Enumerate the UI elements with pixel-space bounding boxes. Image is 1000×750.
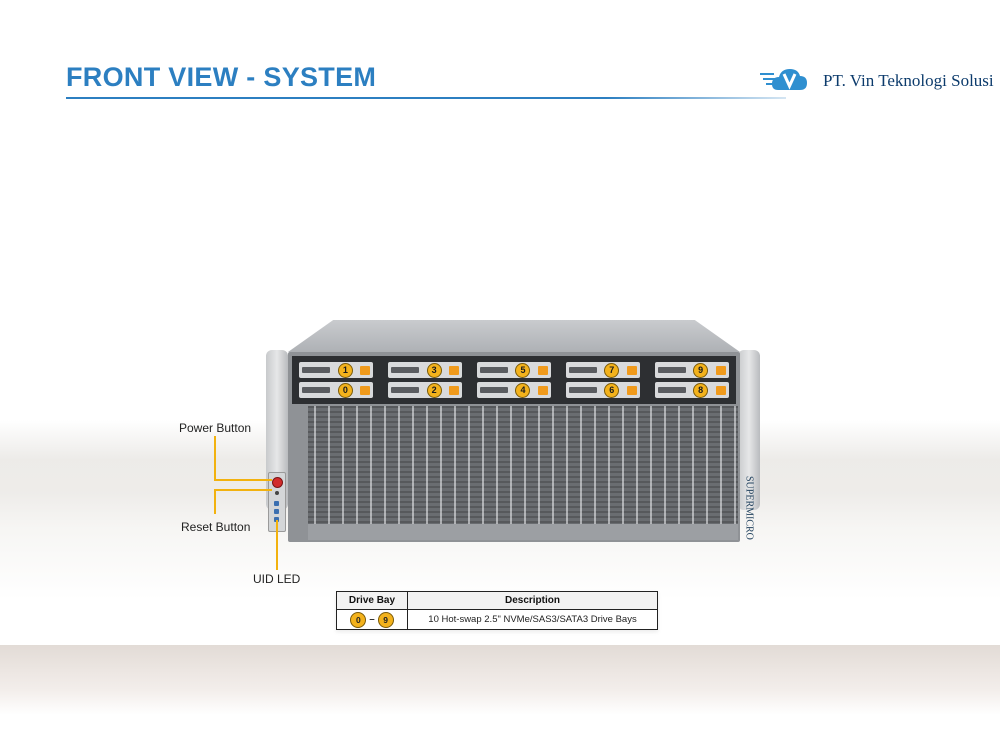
drive-bay-legend-table: Drive Bay Description 0–9 10 Hot-swap 2.… <box>336 591 658 630</box>
drive-bay-label-strip <box>391 387 420 393</box>
page-title: FRONT VIEW - SYSTEM <box>66 62 377 92</box>
drive-latch-icon[interactable] <box>626 385 637 395</box>
drive-bay-number: 5 <box>515 362 531 378</box>
drive-bay-label-strip <box>302 367 331 373</box>
left-rack-handle <box>266 350 288 510</box>
drive-bay-number: 1 <box>337 362 353 378</box>
status-led-icon <box>274 517 279 522</box>
drive-bay-range-cell: 0–9 <box>336 609 408 630</box>
table-row: 0–9 10 Hot-swap 2.5" NVMe/SAS3/SATA3 Dri… <box>336 609 658 630</box>
cloud-v-logo-icon <box>760 69 807 90</box>
floor-bottom-band <box>0 645 1000 715</box>
drive-bay-column: 5 4 <box>476 362 551 398</box>
drive-latch-icon[interactable] <box>360 385 371 395</box>
chassis-top-cover <box>288 320 740 352</box>
drive-bay-badge-end: 9 <box>377 611 394 628</box>
drive-bay-label-strip <box>657 367 686 373</box>
drive-latch-icon[interactable] <box>449 385 460 395</box>
drive-bay-column: 1 0 <box>299 362 374 398</box>
drive-bay[interactable]: 4 <box>476 382 551 398</box>
power-callout-line-vertical <box>214 436 216 480</box>
uid-callout-line <box>276 520 278 570</box>
drive-bay-number: 7 <box>604 362 620 378</box>
drive-bay-number: 4 <box>515 382 531 398</box>
drive-bay-number: 9 <box>693 362 709 378</box>
drive-latch-icon[interactable] <box>626 365 637 375</box>
drive-latch-icon[interactable] <box>449 365 460 375</box>
drive-bay-number: 8 <box>693 382 709 398</box>
front-vent-grill <box>308 406 738 524</box>
table-header-row: Drive Bay Description <box>336 591 658 610</box>
description-cell: 10 Hot-swap 2.5" NVMe/SAS3/SATA3 Drive B… <box>407 609 658 630</box>
drive-bay-label-strip <box>479 367 508 373</box>
drive-bay-label-strip <box>479 387 508 393</box>
power-button-label: Power Button <box>179 421 252 435</box>
drive-bay-number: 6 <box>604 382 620 398</box>
column-header-drive-bay: Drive Bay <box>336 591 408 610</box>
grill-bottom-rail <box>308 524 738 540</box>
drive-bay[interactable]: 9 <box>654 362 729 378</box>
brand-label: SUPERMICRO <box>743 476 755 540</box>
drive-bay[interactable]: 6 <box>565 382 640 398</box>
right-rack-handle <box>738 350 760 510</box>
power-button[interactable] <box>272 477 283 488</box>
drive-bay-badge-start: 0 <box>350 611 367 628</box>
drive-bay-number: 0 <box>337 382 353 398</box>
drive-bay-number: 3 <box>426 362 442 378</box>
drive-bay-column: 7 6 <box>565 362 640 398</box>
drive-bay-column: 3 2 <box>388 362 463 398</box>
drive-latch-icon[interactable] <box>537 385 548 395</box>
drive-bay[interactable]: 1 <box>299 362 374 378</box>
drive-bay-column: 9 8 <box>654 362 729 398</box>
reset-button-label: Reset Button <box>181 520 251 534</box>
drive-bay[interactable]: 2 <box>388 382 463 398</box>
drive-bay[interactable]: 0 <box>299 382 374 398</box>
reset-button[interactable] <box>275 491 279 495</box>
power-callout-line-horizontal <box>214 479 272 481</box>
drive-bay-label-strip <box>568 387 597 393</box>
uid-led-label: UID LED <box>253 572 301 586</box>
drive-bay[interactable]: 3 <box>388 362 463 378</box>
company-name: PT. Vin Teknologi Solusi <box>823 71 994 90</box>
drive-latch-icon[interactable] <box>715 365 726 375</box>
title-underline <box>66 97 786 99</box>
column-header-description: Description <box>407 591 658 610</box>
status-led-icon <box>274 509 279 514</box>
drive-bay[interactable]: 7 <box>565 362 640 378</box>
reset-callout-line-horizontal <box>214 489 272 491</box>
drive-bay-label-strip <box>302 387 331 393</box>
drive-bay[interactable]: 8 <box>654 382 729 398</box>
drive-bay-label-strip <box>657 387 686 393</box>
drive-bay-label-strip <box>391 367 420 373</box>
drive-bay-number: 2 <box>426 382 442 398</box>
drive-bay-label-strip <box>568 367 597 373</box>
drive-latch-icon[interactable] <box>360 365 371 375</box>
range-dash: – <box>369 614 375 625</box>
uid-led-icon <box>274 501 279 506</box>
drive-bay[interactable]: 5 <box>476 362 551 378</box>
drive-latch-icon[interactable] <box>715 385 726 395</box>
reset-callout-line-vertical <box>214 489 216 514</box>
server-chassis: 1 0 3 2 5 4 7 6 9 8 <box>262 320 762 545</box>
drive-bay-cage: 1 0 3 2 5 4 7 6 9 8 <box>292 356 736 404</box>
drive-latch-icon[interactable] <box>537 365 548 375</box>
